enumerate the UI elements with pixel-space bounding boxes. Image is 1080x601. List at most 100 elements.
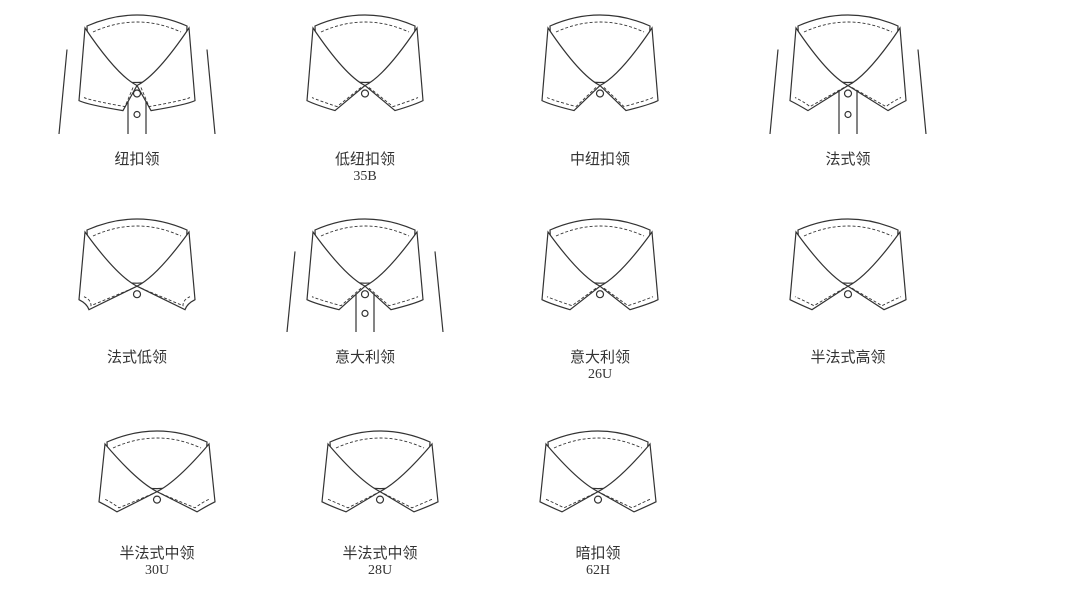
collar-illustration (286, 218, 444, 332)
stitch-line (803, 225, 893, 237)
collar-item-semi-french-high: 半法式高领 (748, 208, 948, 367)
button-icon (361, 309, 369, 318)
shirt-shoulder-line (58, 49, 216, 134)
collar-left-wing (78, 26, 138, 112)
collar-left-wing (789, 230, 850, 311)
collar-code: 35B (353, 169, 377, 184)
collar-illustration (321, 430, 439, 513)
collar-code: 30U (144, 563, 170, 578)
collar-item-italian: 意大利领 (265, 208, 465, 367)
button-icon (595, 290, 605, 299)
stitch-line (851, 287, 902, 307)
collar-name: 中纽扣领 (569, 150, 630, 168)
collar-right-wing (135, 230, 196, 311)
collar-right-wing (155, 442, 216, 513)
collar-right-wing (363, 230, 424, 311)
stitch-line (92, 225, 182, 237)
collar-name: 半法式高领 (810, 348, 886, 366)
stitch-line (140, 87, 191, 108)
collar-left-wing (306, 26, 367, 112)
collar-item-french-low: 法式低领 (37, 208, 237, 367)
stitch-line (553, 437, 643, 449)
stitch-line (544, 493, 595, 509)
collar-illustration (58, 14, 216, 134)
collar-code: 28U (367, 563, 393, 578)
collar-illustration (541, 14, 659, 112)
button-icon (843, 290, 853, 299)
collar-name: 纽扣领 (114, 150, 160, 168)
collar-illustration (306, 14, 424, 112)
collar-right-wing (136, 26, 196, 112)
collar-illustration (78, 218, 196, 311)
stitch-line (140, 287, 191, 307)
collar-name: 法式领 (825, 150, 871, 168)
stitch-line (160, 493, 211, 509)
stitch-line (794, 287, 845, 307)
shirt-shoulder-line (286, 251, 444, 332)
collar-illustration (769, 14, 927, 134)
stitch-line (794, 87, 845, 108)
collar-right-wing (596, 442, 657, 513)
button-icon (132, 290, 142, 299)
button-icon (152, 495, 162, 504)
stitch-line (320, 21, 410, 33)
collar-item-french: 法式领 (748, 4, 948, 169)
stitch-line (383, 493, 434, 509)
collar-item-button-down: 纽扣领 (37, 4, 237, 169)
collar-right-wing (363, 26, 424, 112)
collar-illustration (98, 430, 216, 513)
button-icon (132, 89, 142, 98)
button-icon (360, 89, 370, 98)
button-icon (133, 110, 141, 119)
collar-item-semi-french-mid-30u: 半法式中领 30U (57, 420, 257, 579)
collar-right-wing (378, 442, 439, 513)
stitch-line (368, 287, 419, 307)
button-icon (844, 110, 852, 119)
stitch-line (311, 87, 362, 108)
stitch-line (112, 437, 202, 449)
button-icon (375, 495, 385, 504)
stitch-line (326, 493, 377, 509)
stitch-line (546, 87, 597, 108)
collar-name: 暗扣领 (575, 544, 621, 562)
collar-name: 半法式中领 (342, 544, 418, 562)
collar-right-wing (846, 26, 907, 112)
collar-name: 半法式中领 (119, 544, 195, 562)
shirt-shoulder-line (769, 49, 927, 134)
collar-left-wing (78, 230, 139, 311)
collar-left-wing (539, 442, 600, 513)
collar-left-wing (541, 230, 602, 311)
stitch-line (555, 225, 645, 237)
collar-left-wing (321, 442, 382, 513)
stitch-line (851, 87, 902, 108)
collar-code: 26U (587, 367, 613, 382)
collar-left-wing (789, 26, 850, 112)
collar-item-low-button: 低纽扣领 35B (265, 4, 465, 185)
stitch-line (603, 87, 654, 108)
stitch-line (335, 437, 425, 449)
collar-name: 意大利领 (569, 348, 630, 366)
collar-right-wing (846, 230, 907, 311)
collar-right-wing (598, 230, 659, 311)
collar-item-mid-button: 中纽扣领 (500, 4, 700, 169)
collar-item-italian-26u: 意大利领 26U (500, 208, 700, 383)
stitch-line (92, 21, 182, 33)
stitch-line (320, 225, 410, 237)
collar-illustration (541, 218, 659, 311)
collar-item-hidden-button: 暗扣领 62H (498, 420, 698, 579)
stitch-line (311, 287, 362, 307)
stitch-line (83, 87, 134, 108)
collar-left-wing (98, 442, 159, 513)
collar-illustration (539, 430, 657, 513)
collar-name: 低纽扣领 (334, 150, 395, 168)
button-icon (593, 495, 603, 504)
stitch-line (555, 21, 645, 33)
collar-right-wing (598, 26, 659, 112)
collar-name: 法式低领 (106, 348, 167, 366)
collar-illustration (789, 218, 907, 311)
stitch-line (601, 493, 652, 509)
stitch-line (803, 21, 893, 33)
button-icon (595, 89, 605, 98)
collar-name: 意大利领 (334, 348, 395, 366)
stitch-line (83, 287, 134, 307)
